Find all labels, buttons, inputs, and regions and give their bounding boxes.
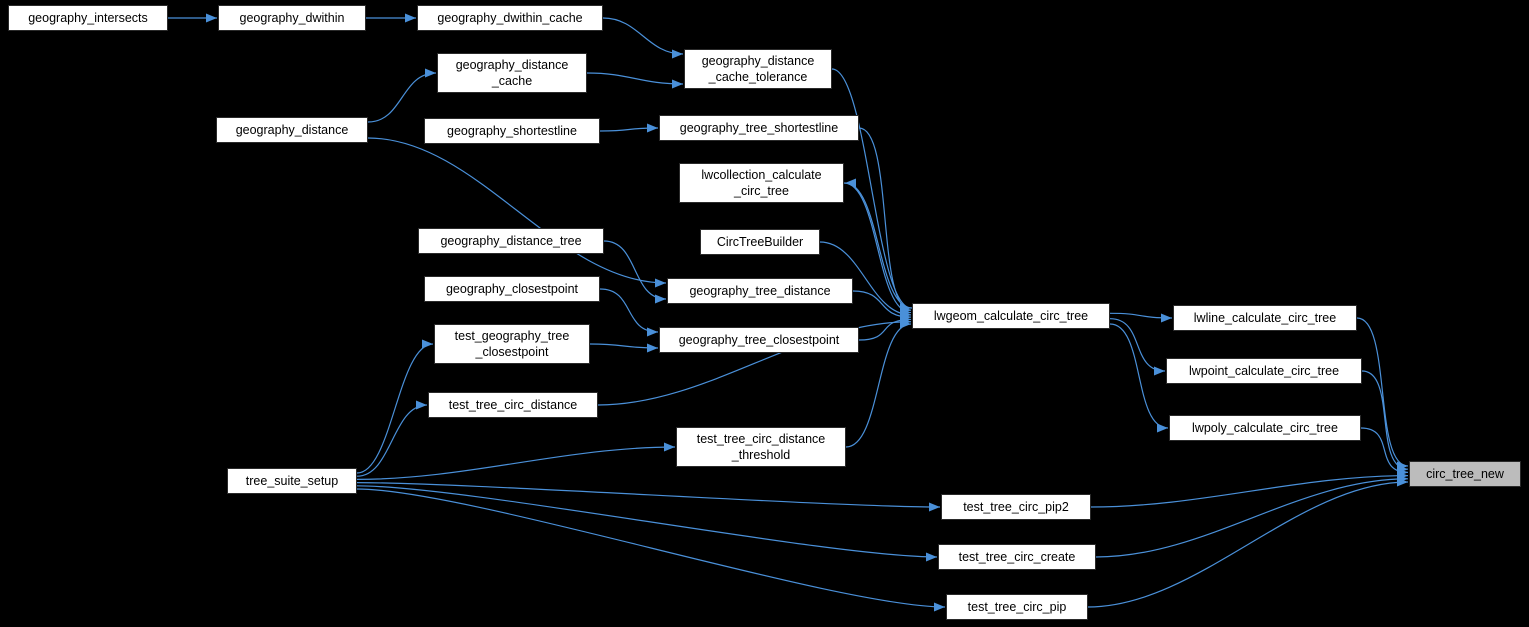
node-geography_distance_cache[interactable]: geography_distance _cache xyxy=(437,53,587,93)
node-geography_tree_shortestline[interactable]: geography_tree_shortestline xyxy=(659,115,859,141)
node-lwgeom_calculate_circ_tree[interactable]: lwgeom_calculate_circ_tree xyxy=(912,303,1110,329)
edge-lwpoly_calculate_circ_tree-to-circ_tree_new xyxy=(1360,427,1409,477)
node-geography_distance[interactable]: geography_distance xyxy=(216,117,368,143)
edge-CircTreeBuilder-to-lwgeom_calculate_circ_tree xyxy=(819,241,912,320)
node-CircTreeBuilder[interactable]: CircTreeBuilder xyxy=(700,229,820,255)
node-geography_tree_closestpoint[interactable]: geography_tree_closestpoint xyxy=(659,327,859,353)
edge-lwgeom_calculate_circ_tree-to-lwline_calculate_circ_tree xyxy=(1109,312,1173,323)
edge-geography_shortestline-to-geography_tree_shortestline xyxy=(599,123,659,133)
node-test_tree_circ_distance[interactable]: test_tree_circ_distance xyxy=(428,392,598,418)
node-test_tree_circ_distance_threshold[interactable]: test_tree_circ_distance _threshold xyxy=(676,427,846,467)
edge-test_tree_circ_pip2-to-circ_tree_new xyxy=(1090,471,1409,508)
edge-geography_dwithin_cache-to-geography_distance_cache_tolerance xyxy=(602,17,684,59)
node-geography_intersects[interactable]: geography_intersects xyxy=(8,5,168,31)
node-lwline_calculate_circ_tree[interactable]: lwline_calculate_circ_tree xyxy=(1173,305,1357,331)
edge-test_geography_tree_closestpoint-to-geography_tree_closestpoint xyxy=(589,343,659,353)
edge-geography_distance_cache-to-geography_distance_cache_tolerance xyxy=(586,72,684,89)
edge-lwline_calculate_circ_tree-to-circ_tree_new xyxy=(1356,317,1409,471)
node-test_tree_circ_pip[interactable]: test_tree_circ_pip xyxy=(946,594,1088,620)
edge-tree_suite_setup-to-test_tree_circ_pip2 xyxy=(356,482,941,512)
node-test_geography_tree_closestpoint[interactable]: test_geography_tree _closestpoint xyxy=(434,324,590,364)
edge-geography_distance_cache_tolerance-to-lwgeom_calculate_circ_tree xyxy=(831,68,912,313)
edge-geography_distance-to-geography_distance_cache xyxy=(367,68,437,123)
node-geography_tree_distance[interactable]: geography_tree_distance xyxy=(667,278,853,304)
edge-geography_closestpoint-to-geography_tree_closestpoint xyxy=(599,288,659,337)
edge-test_tree_circ_distance-to-lwgeom_calculate_circ_tree xyxy=(597,317,912,406)
edge-lwgeom_calculate_circ_tree-to-lwpoly_calculate_circ_tree xyxy=(1109,323,1169,433)
edge-lwcollection_calculate_circ_tree-to-lwgeom_calculate_circ_tree xyxy=(843,182,912,318)
edge-tree_suite_setup-to-test_tree_circ_create xyxy=(356,485,938,562)
edge-test_tree_circ_create-to-circ_tree_new xyxy=(1095,474,1409,558)
node-lwcollection_calculate_circ_tree[interactable]: lwcollection_calculate _circ_tree xyxy=(679,163,844,203)
node-lwpoint_calculate_circ_tree[interactable]: lwpoint_calculate_circ_tree xyxy=(1166,358,1362,384)
node-tree_suite_setup[interactable]: tree_suite_setup xyxy=(227,468,357,494)
edge-geography_distance_tree-to-geography_tree_distance xyxy=(603,240,667,304)
node-lwpoly_calculate_circ_tree[interactable]: lwpoly_calculate_circ_tree xyxy=(1169,415,1361,441)
edge-tree_suite_setup-to-test_tree_circ_distance_threshold xyxy=(356,442,676,480)
edge-tree_suite_setup-to-test_tree_circ_pip xyxy=(356,488,946,612)
node-test_tree_circ_create[interactable]: test_tree_circ_create xyxy=(938,544,1096,570)
node-geography_dwithin[interactable]: geography_dwithin xyxy=(218,5,366,31)
edge-tree_suite_setup-to-test_geography_tree_closestpoint xyxy=(356,339,434,474)
edge-test_tree_circ_pip-to-circ_tree_new xyxy=(1087,477,1409,608)
node-circ_tree_new: circ_tree_new xyxy=(1409,461,1521,487)
edge-test_tree_circ_distance_threshold-to-lwgeom_calculate_circ_tree xyxy=(845,319,912,448)
edge-lwpoint_calculate_circ_tree-to-circ_tree_new xyxy=(1361,370,1409,474)
edge-lwgeom_calculate_circ_tree-to-lwcollection_calculate_circ_tree xyxy=(844,178,913,309)
node-geography_distance_cache_tolerance[interactable]: geography_distance _cache_tolerance xyxy=(684,49,832,89)
edge-tree_suite_setup-to-test_tree_circ_distance xyxy=(356,400,428,477)
node-test_tree_circ_pip2[interactable]: test_tree_circ_pip2 xyxy=(941,494,1091,520)
edge-lwgeom_calculate_circ_tree-to-lwpoint_calculate_circ_tree xyxy=(1109,318,1166,376)
edge-geography_distance-to-geography_tree_distance xyxy=(367,137,667,288)
node-geography_dwithin_cache[interactable]: geography_dwithin_cache xyxy=(417,5,603,31)
node-geography_closestpoint[interactable]: geography_closestpoint xyxy=(424,276,600,302)
node-geography_distance_tree[interactable]: geography_distance_tree xyxy=(418,228,604,254)
node-geography_shortestline[interactable]: geography_shortestline xyxy=(424,118,600,144)
